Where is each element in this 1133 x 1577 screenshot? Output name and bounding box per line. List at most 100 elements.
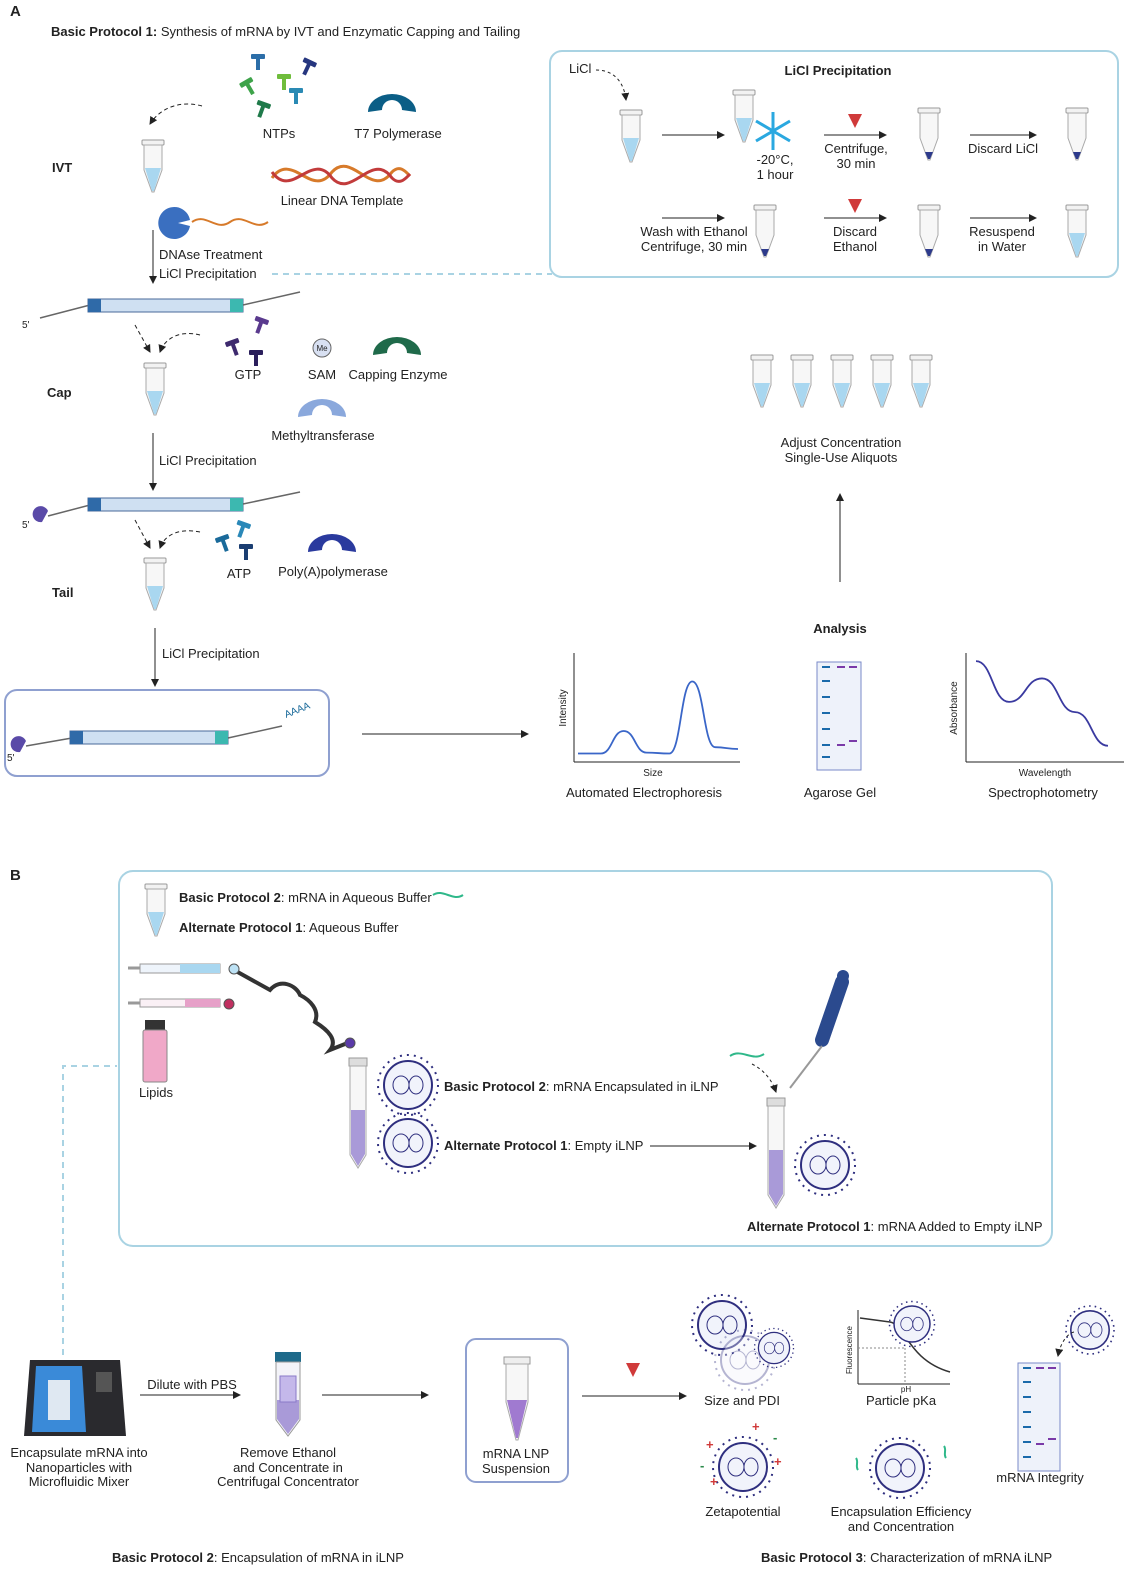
microfluidic-chip-icon: [223, 963, 356, 1055]
five-prime-2: 5': [22, 520, 30, 531]
electro-series-line: [577, 680, 739, 755]
syringe-pink: [128, 998, 221, 1008]
syringe-blue: [128, 963, 221, 974]
mixing-box: [118, 870, 1053, 1247]
zeta-label: Zetapotential: [705, 1504, 780, 1519]
microfluidic-mixer-icon: [24, 1360, 126, 1436]
licl-precipitation-box: [549, 50, 1119, 278]
adjust-label-1: Adjust Concentration: [781, 435, 902, 450]
encapsulation-efficiency-icon: [855, 1437, 947, 1499]
wavelength-label: Wavelength: [1019, 768, 1071, 779]
size-label: Size: [643, 768, 663, 779]
wash-label-2: Centrifuge, 30 min: [641, 239, 747, 254]
discard-ethanol-2: Ethanol: [833, 239, 877, 254]
lnp-loaded-icon: [377, 1054, 439, 1116]
agarose-caption: Agarose Gel: [804, 785, 876, 800]
dnase-label: DNAse Treatment: [159, 247, 263, 262]
lnp-added-icon: [794, 1134, 856, 1196]
falcon-tube-1: [348, 1057, 368, 1169]
dna-template-icon: [270, 164, 412, 186]
five-prime-final: 5': [7, 753, 15, 764]
lnp-empty-icon: [377, 1112, 439, 1174]
aliquot-tubes: [750, 354, 933, 408]
licl-box-title: LiCl Precipitation: [785, 63, 892, 78]
analysis-label: Analysis: [813, 621, 866, 636]
licl-tube-small: [732, 89, 756, 143]
dna-template-label: Linear DNA Template: [281, 193, 404, 208]
mrna-wave-icon: [432, 892, 464, 898]
licl-label-1: LiCl Precipitation: [159, 266, 257, 281]
agarose-gel-icon: [816, 661, 862, 771]
licl-tube-final: [1065, 204, 1089, 258]
lipids-vial-icon: [142, 1020, 168, 1083]
ivt-tube: [141, 139, 165, 193]
polya-polymerase-icon: [308, 534, 356, 552]
methyltransferase-label: Methyltransferase: [271, 428, 374, 443]
licl-label-3: LiCl Precipitation: [162, 646, 260, 661]
final-mrna-box: [4, 689, 330, 777]
remove-1: Remove Ethanol: [240, 1445, 336, 1460]
falcon-tube-2: [766, 1097, 786, 1209]
dashed-arrow-cap-1: [134, 324, 151, 353]
pka-chart-icon: [857, 1300, 951, 1385]
lnp-suspension-box: [465, 1338, 569, 1483]
absorbance-label: Absorbance: [949, 681, 960, 735]
ph-label: pH: [901, 1385, 911, 1394]
spectro-series-line: [975, 660, 1109, 747]
panel-a-title: Basic Protocol 1: Synthesis of mRNA by I…: [51, 24, 520, 39]
integrity-gel-icon: [1017, 1305, 1115, 1472]
aaaa-label: AAAA: [283, 700, 312, 720]
wash-label-1: Wash with Ethanol: [640, 224, 747, 239]
dashed-arrow-tail-1: [134, 519, 151, 549]
t7-polymerase-icon: [368, 94, 416, 112]
dashed-arrow-tail-2: [158, 530, 201, 549]
intensity-label: Intensity: [558, 689, 569, 726]
ivt-label: IVT: [52, 160, 72, 175]
dilute-label: Dilute with PBS: [147, 1377, 237, 1392]
sam-label: SAM: [308, 367, 336, 382]
t7-label: T7 Polymerase: [354, 126, 441, 141]
licl-tube-pellet-2: [1065, 107, 1089, 161]
ntps-label: NTPs: [263, 126, 296, 141]
split-triangle: [626, 1363, 640, 1377]
hour-label: 1 hour: [757, 167, 795, 182]
zetapotential-icon: + - + + - +: [700, 1419, 782, 1498]
svg-text:-: -: [773, 1430, 777, 1445]
licl-tube-pellet-1: [917, 107, 941, 161]
methyltransferase-icon: [298, 399, 346, 417]
bp2-encapsulated-label: Basic Protocol 2: mRNA Encapsulated in i…: [444, 1079, 719, 1094]
encap-eff-label-1: Encapsulation Efficiency: [831, 1504, 972, 1519]
lnp-label-1: mRNA LNP: [483, 1446, 549, 1461]
centrifuge-label: Centrifuge,: [824, 141, 888, 156]
licl-tube-wash: [753, 204, 777, 258]
encap-eff-label-2: and Concentration: [848, 1519, 954, 1534]
cap-label: Cap: [47, 385, 72, 400]
encapsulate-1: Encapsulate mRNA into: [10, 1445, 147, 1460]
licl-tube-1: [619, 109, 643, 163]
svg-text:+: +: [752, 1419, 760, 1434]
gtp-label: GTP: [235, 367, 262, 382]
licl-box-licl: LiCl: [569, 61, 592, 76]
lipids-label: Lipids: [139, 1085, 173, 1100]
ap1-buffer-label: Alternate Protocol 1: Aqueous Buffer: [179, 920, 399, 935]
svg-text:-: -: [700, 1458, 704, 1473]
dashed-arrow-ivt: [149, 103, 203, 125]
capping-enzyme-label: Capping Enzyme: [349, 367, 448, 382]
size-pdi-icon: [691, 1294, 795, 1391]
pipette-icon: [789, 970, 849, 1089]
discard-licl-label: Discard LiCl: [968, 141, 1038, 156]
panel-a-letter: A: [10, 3, 21, 20]
licl-dashed-arrow: [595, 69, 630, 101]
electro-caption: Automated Electrophoresis: [566, 785, 723, 800]
footer-left: Basic Protocol 2: Encapsulation of mRNA …: [112, 1550, 404, 1565]
sam-icon: [312, 338, 332, 358]
dnase-icon: [158, 207, 190, 239]
dashed-arrow-mrna-add: [751, 1063, 778, 1093]
integrity-label: mRNA Integrity: [996, 1470, 1084, 1485]
licl-tube-pellet-3: [917, 204, 941, 258]
atp-label: ATP: [227, 566, 251, 581]
atp-icon: [214, 519, 253, 560]
temp-label: -20°C,: [757, 152, 794, 167]
me-label: Me: [316, 344, 328, 353]
resuspend-2: in Water: [978, 239, 1027, 254]
